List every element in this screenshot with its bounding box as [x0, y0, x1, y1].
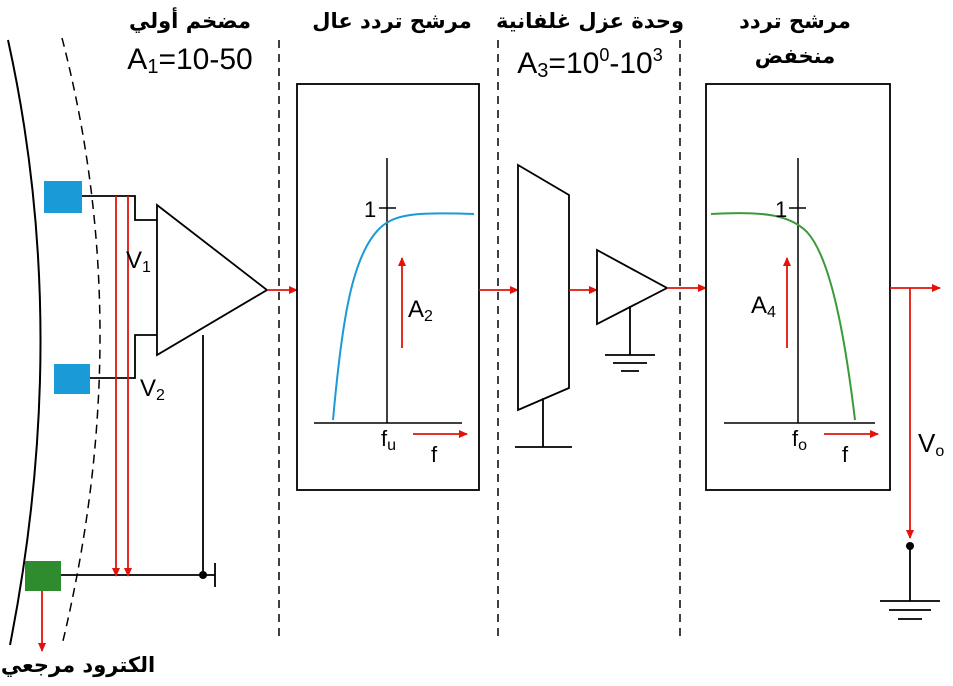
hpf-gain-label: A2 — [408, 296, 433, 325]
highpass-curve — [332, 212, 475, 421]
isolation-title: وحدة عزل غلفانية — [496, 9, 684, 33]
wire-v2 — [90, 334, 157, 379]
preamp-triangle — [156, 203, 269, 357]
v1-label: V1 — [126, 247, 151, 276]
highpass-title: مرشح تردد عال — [312, 9, 471, 33]
isolation-gain-label: A3=100-103 — [517, 45, 662, 82]
electrode-2 — [54, 364, 90, 394]
lowpass-curve — [710, 212, 856, 421]
preamp-title: مضخم أولي — [129, 6, 251, 33]
body-surface-curve — [7, 39, 42, 646]
reference-electrode-label: الكترود مرجعي — [1, 653, 155, 677]
lowpass-title-line1: مرشح تردد — [739, 9, 851, 33]
lpf-cutoff-label: fo — [792, 426, 807, 454]
v2-label: V2 — [140, 375, 165, 404]
lpf-axis-label: f — [842, 442, 849, 467]
lpf-unity-label: 1 — [775, 197, 787, 222]
isolation-buffer-triangle — [596, 248, 669, 326]
hpf-cutoff-label: fu — [381, 426, 396, 454]
lpf-gain-label: A4 — [751, 292, 776, 321]
reference-electrode — [25, 561, 61, 591]
output-label: Vo — [918, 428, 944, 460]
electrode-1 — [44, 181, 82, 213]
wire-v1 — [82, 195, 157, 221]
hpf-unity-label: 1 — [364, 197, 376, 222]
highpass-filter-box — [296, 83, 480, 491]
lowpass-title-line2: منخفض — [755, 44, 835, 68]
skin-boundary-dashed-curve — [61, 37, 101, 646]
preamp-gain-label: A1=10-50 — [127, 43, 252, 78]
isolation-trapezoid — [517, 163, 570, 412]
hpf-axis-label: f — [431, 442, 438, 467]
